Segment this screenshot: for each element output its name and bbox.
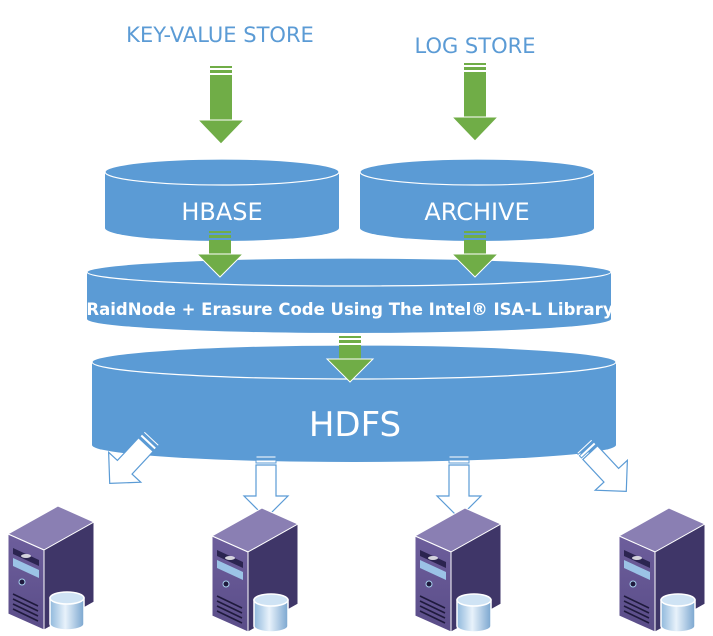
hdfs-label: HDFS [309,405,401,445]
raidnode-cylinder: RaidNode + Erasure Code Using The Intel®… [86,257,614,333]
server-node-3-icon [414,507,502,633]
arrow-log-to-archive [451,62,499,142]
hbase-label: HBASE [181,198,262,226]
archive-label: ARCHIVE [424,198,529,226]
arrow-hdfs-to-node-3 [436,455,482,519]
hbase-cylinder: HBASE [104,158,340,241]
arrow-hdfs-to-node-2 [243,455,289,519]
key-value-store-label: KEY-VALUE STORE [126,23,314,47]
server-node-4-icon [618,507,706,633]
archive-cylinder: ARCHIVE [359,158,595,241]
arrow-kv-to-hbase [197,65,245,145]
server-node-2-icon [211,507,299,633]
raidnode-label: RaidNode + Erasure Code Using The Intel®… [86,300,613,319]
server-node-1-icon [7,505,95,631]
log-store-label: LOG STORE [415,34,536,58]
